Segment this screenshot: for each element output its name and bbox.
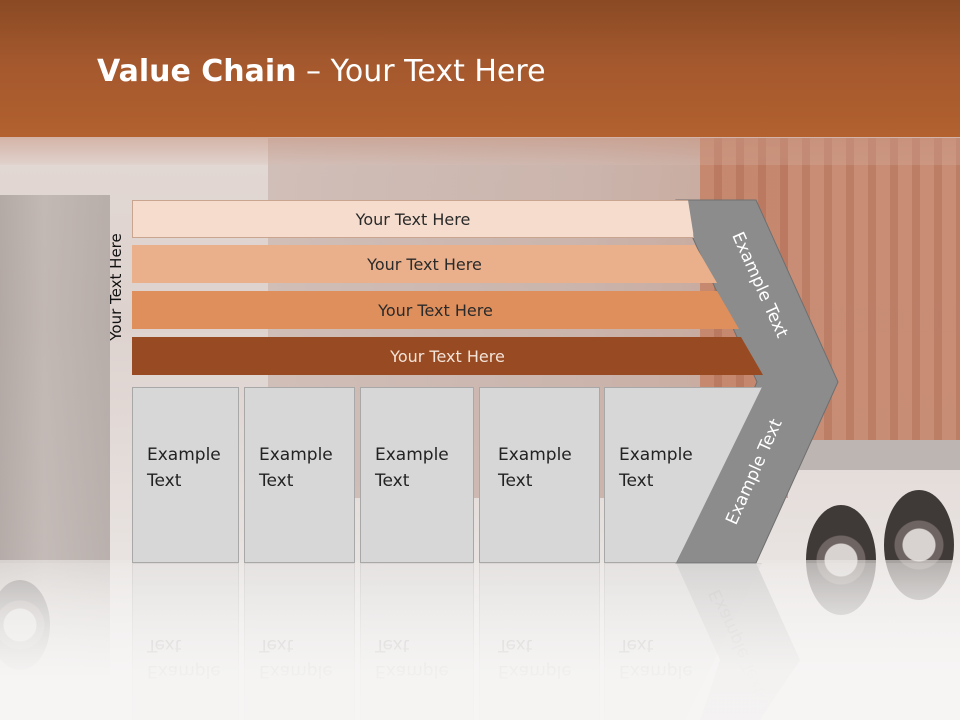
support-bar-label: Your Text Here [367, 254, 482, 274]
primary-box-line2: Text [619, 471, 654, 491]
primary-box-line2: Text [498, 471, 533, 491]
support-bar-label: Your Text Here [378, 300, 493, 320]
title-rest-part: – Your Text Here [296, 54, 546, 89]
support-bar-2[interactable]: Your Text Here [132, 245, 717, 283]
support-bar-label: Your Text Here [390, 346, 505, 366]
primary-box-line1: Example [619, 445, 693, 465]
primary-box-line2: Text [259, 471, 294, 491]
header-band [0, 0, 960, 137]
support-bar-1[interactable]: Your Text Here [132, 200, 694, 238]
boxes-reflection: Example Text Example Text Example Text E… [0, 563, 960, 720]
slide-title[interactable]: Value Chain – Your Text Here [97, 54, 546, 89]
primary-box-3[interactable]: Example Text [360, 387, 474, 563]
primary-box-4[interactable]: Example Text [479, 387, 600, 563]
primary-box-line1: Example [498, 445, 572, 465]
primary-box-line1: Example [375, 445, 449, 465]
reflection-fade [0, 563, 960, 720]
primary-box-line1: Example [147, 445, 221, 465]
title-bold-part: Value Chain [97, 54, 297, 89]
header-shadow-strip [0, 137, 960, 165]
background-trailer-rail [790, 440, 960, 470]
support-bar-4[interactable]: Your Text Here [132, 337, 763, 375]
primary-box-line2: Text [147, 471, 182, 491]
support-bar-3[interactable]: Your Text Here [132, 291, 739, 329]
primary-box-line1: Example [259, 445, 333, 465]
primary-box-line2: Text [375, 471, 410, 491]
support-bar-label: Your Text Here [355, 209, 471, 229]
primary-box-1[interactable]: Example Text [132, 387, 239, 563]
primary-box-2[interactable]: Example Text [244, 387, 355, 563]
